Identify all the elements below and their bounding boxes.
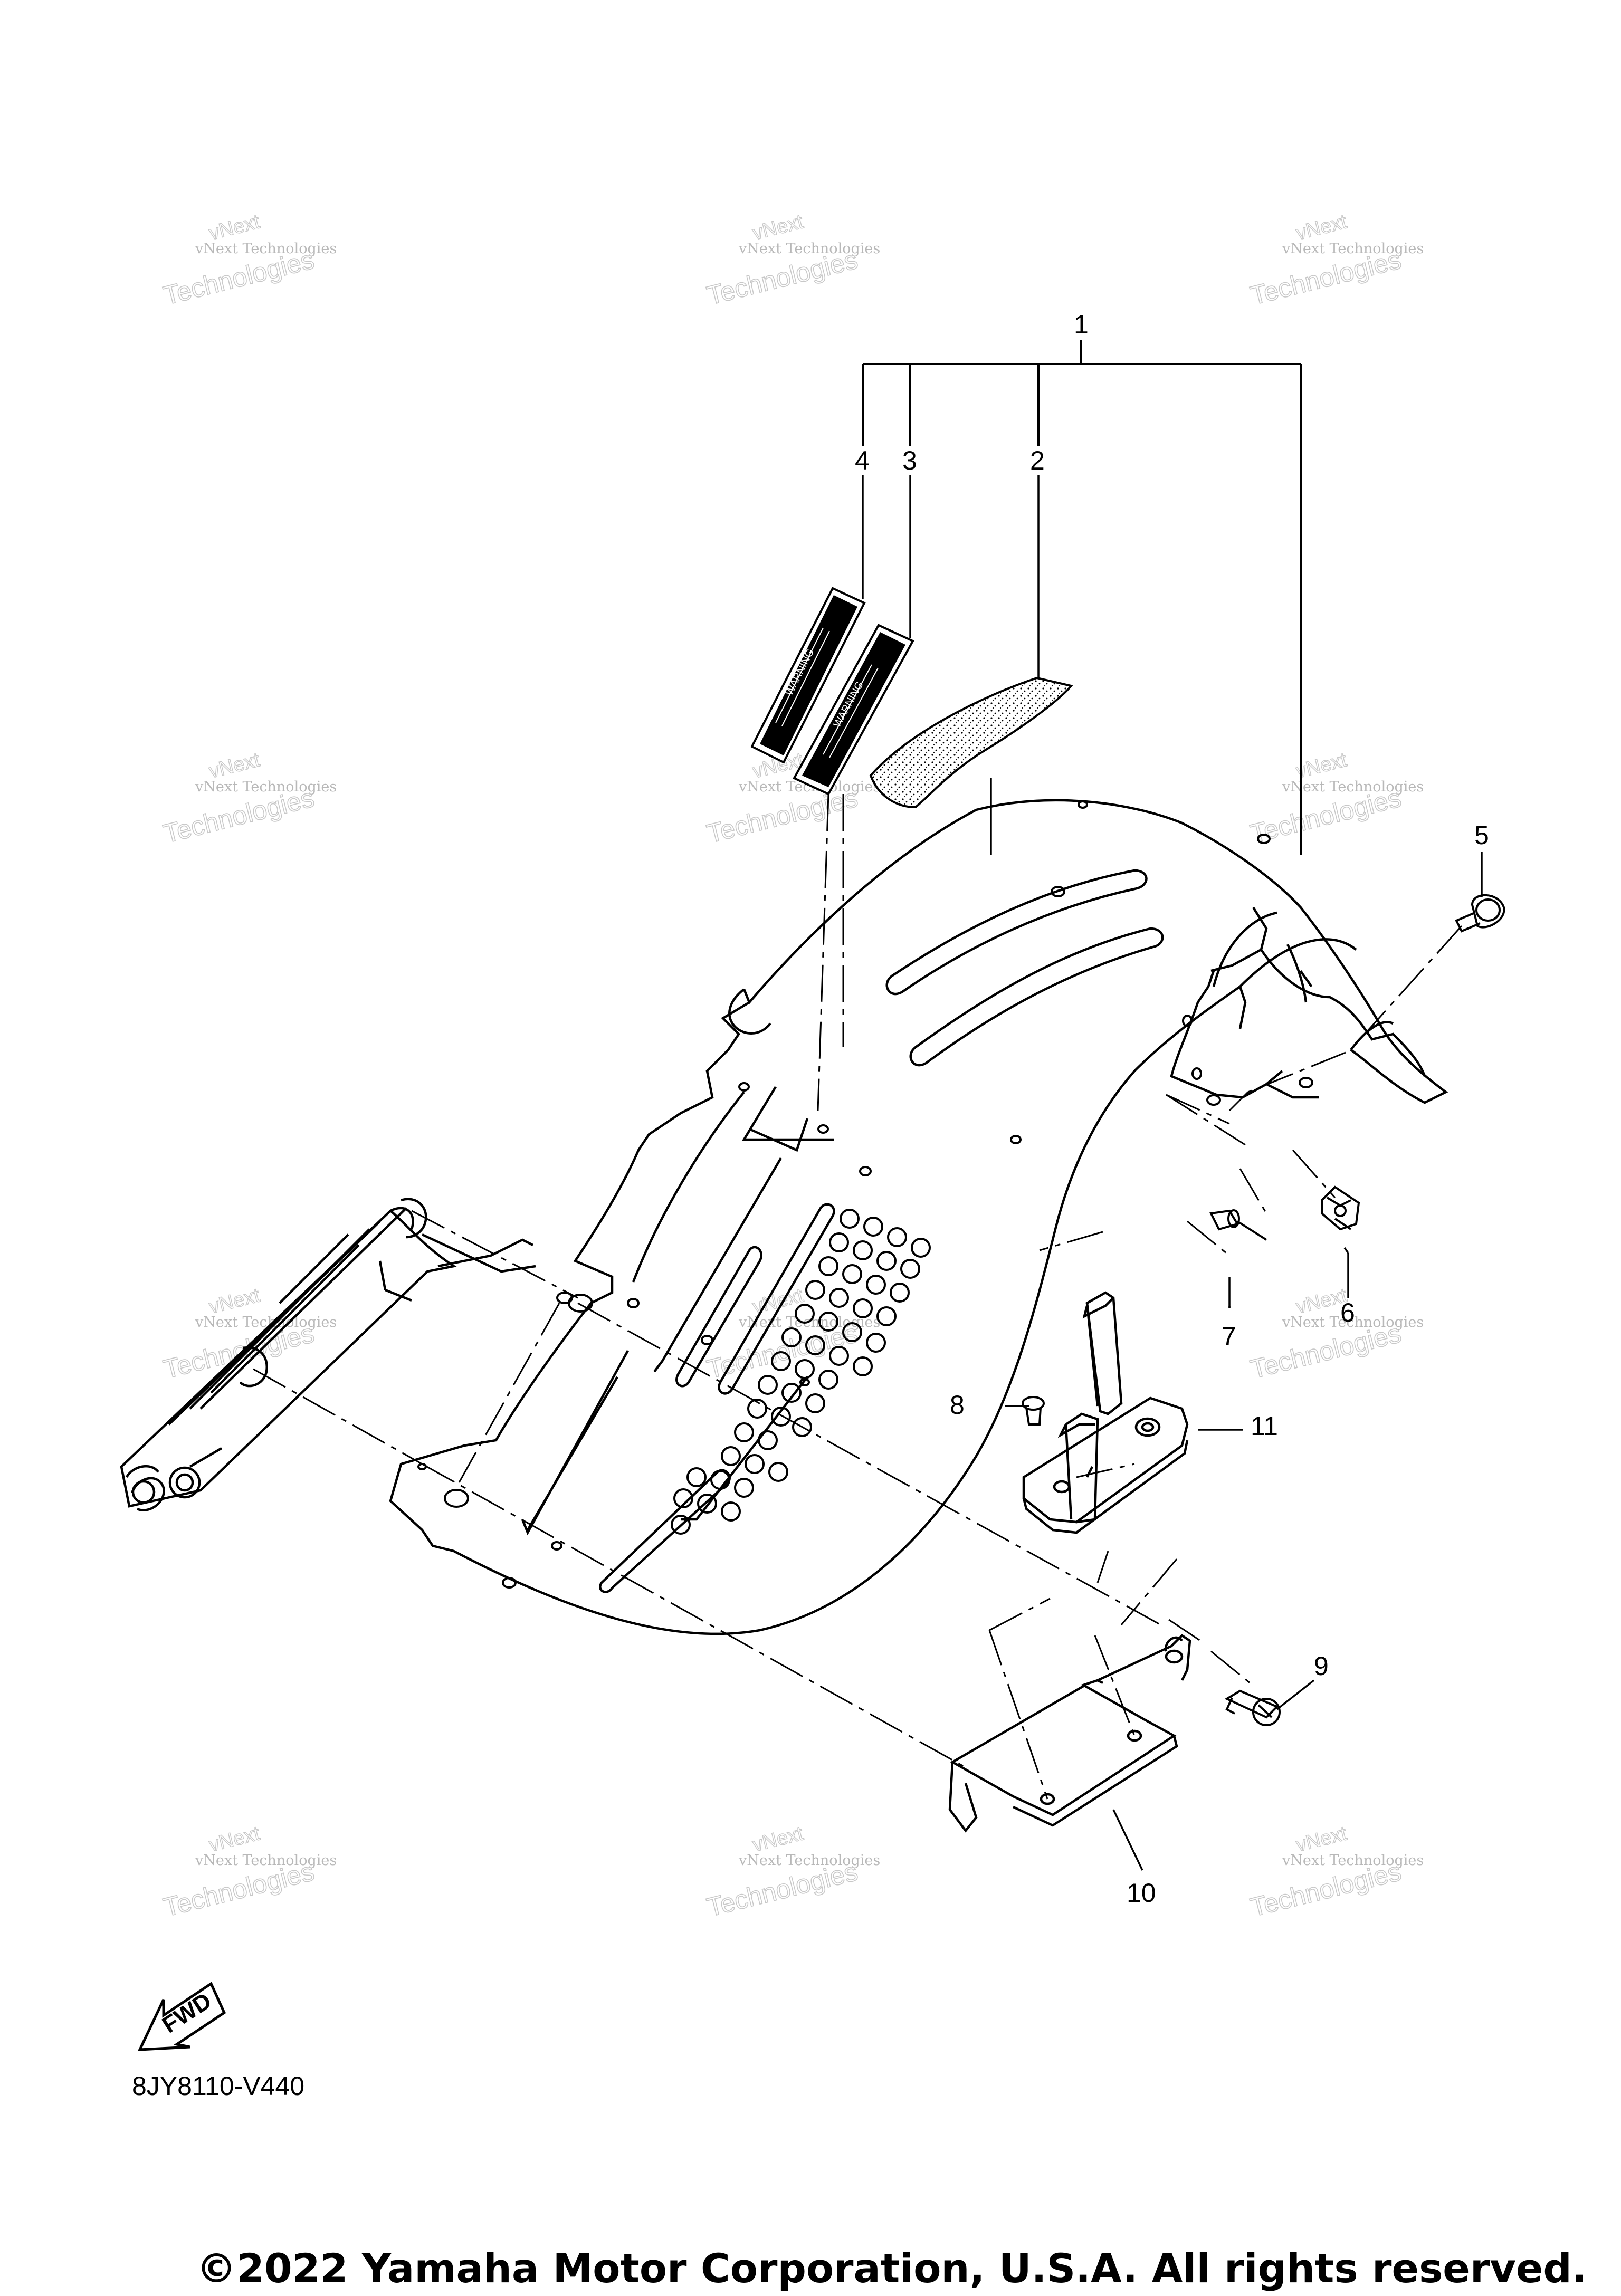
- fwd-arrow-icon: FWD: [137, 1982, 226, 2051]
- assembly-lines: [253, 793, 1463, 1800]
- rivet-7: [1209, 1209, 1267, 1241]
- watermark: vNext vNext Technologies Technologies: [1247, 211, 1424, 311]
- svg-text:vNext: vNext: [1294, 211, 1349, 244]
- callout-1: 1: [1074, 310, 1089, 339]
- watermark: vNext vNext Technologies Technologies: [1247, 1284, 1424, 1385]
- pad-2: [869, 676, 1073, 809]
- callout-9: 9: [1314, 1651, 1329, 1681]
- watermark: vNext vNext Technologies Technologies: [703, 749, 880, 849]
- svg-text:vNext: vNext: [207, 1822, 262, 1856]
- watermark: vNext vNext Technologies Technologies: [1247, 749, 1424, 849]
- svg-text:vNext: vNext: [750, 1284, 806, 1318]
- svg-text:vNext Technologies: vNext Technologies: [1282, 1314, 1424, 1331]
- bracket-10: [948, 1634, 1191, 1833]
- callout-labels: 1 2 3 4 5 6 7 8 9 10 11: [855, 310, 1489, 1908]
- callout-3: 3: [902, 446, 917, 475]
- callout-5: 5: [1474, 820, 1489, 850]
- svg-text:vNext Technologies: vNext Technologies: [738, 1852, 880, 1869]
- watermark: vNext vNext Technologies Technologies: [160, 211, 337, 311]
- svg-text:vNext Technologies: vNext Technologies: [195, 779, 337, 795]
- leader-lines: [862, 475, 1483, 1871]
- swing-arm: [120, 1198, 536, 1511]
- fender-mount-holes: [417, 800, 1313, 1589]
- watermark: vNext vNext Technologies Technologies: [703, 1822, 880, 1923]
- callout-10: 10: [1127, 1878, 1156, 1908]
- svg-text:vNext Technologies: vNext Technologies: [1282, 241, 1424, 257]
- svg-text:vNext: vNext: [207, 211, 262, 244]
- bolt-9: [1224, 1689, 1281, 1726]
- svg-text:vNext: vNext: [207, 1284, 262, 1318]
- warning-label-4: WARNING: [750, 587, 866, 764]
- svg-text:vNext Technologies: vNext Technologies: [1282, 779, 1424, 795]
- svg-text:vNext: vNext: [207, 749, 262, 782]
- warning-label-3: WARNING: [793, 624, 914, 796]
- svg-text:vNext: vNext: [750, 211, 806, 244]
- callout-6: 6: [1340, 1298, 1355, 1327]
- callout-2: 2: [1030, 446, 1045, 475]
- svg-text:vNext: vNext: [1294, 749, 1349, 782]
- bolt-5: [1455, 894, 1505, 933]
- svg-text:vNext: vNext: [1294, 1822, 1349, 1856]
- screw-8: [1022, 1396, 1045, 1426]
- rear-fender: [389, 799, 1448, 1635]
- diagram-reference-code: 8JY8110-V440: [132, 2071, 305, 2101]
- svg-text:vNext Technologies: vNext Technologies: [195, 1852, 337, 1869]
- svg-text:vNext Technologies: vNext Technologies: [1282, 1852, 1424, 1869]
- watermark: vNext vNext Technologies Technologies: [160, 1284, 337, 1385]
- fender-vent-holes: [671, 1209, 931, 1535]
- bracket-11: [1022, 1291, 1189, 1534]
- watermark: vNext vNext Technologies Technologies: [160, 749, 337, 849]
- watermark: vNext vNext Technologies Technologies: [1247, 1822, 1424, 1923]
- svg-text:vNext Technologies: vNext Technologies: [738, 241, 880, 257]
- callout-11: 11: [1251, 1411, 1278, 1441]
- watermarks: vNext vNext Technologies Technologies vN…: [160, 211, 1424, 1923]
- watermark: vNext vNext Technologies Technologies: [703, 211, 880, 311]
- kit-bracket: [862, 340, 1302, 855]
- copyright-notice: ©2022 Yamaha Motor Corporation, U.S.A. A…: [196, 2245, 1587, 2292]
- nut-6: [1321, 1185, 1360, 1231]
- callout-7: 7: [1222, 1322, 1236, 1351]
- svg-text:vNext: vNext: [750, 1822, 806, 1856]
- watermark: vNext vNext Technologies Technologies: [160, 1822, 337, 1923]
- callout-4: 4: [855, 446, 870, 475]
- svg-text:vNext Technologies: vNext Technologies: [195, 241, 337, 257]
- callout-8: 8: [950, 1390, 965, 1420]
